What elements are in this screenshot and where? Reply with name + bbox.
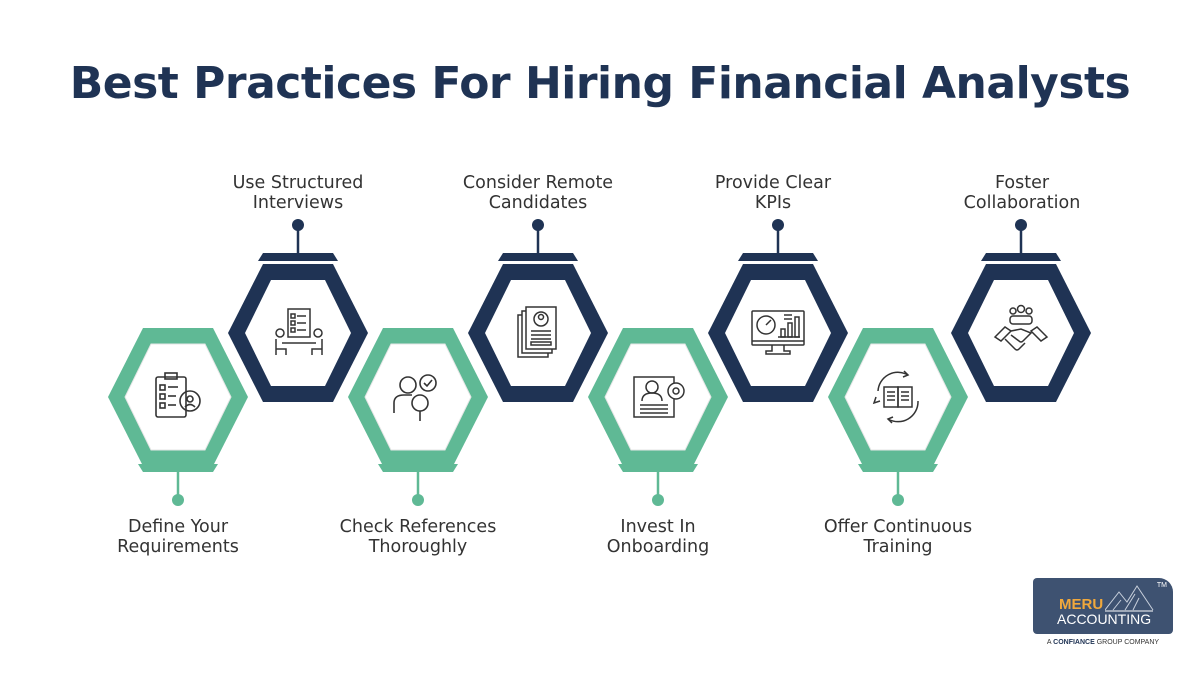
- connector-pin: [618, 464, 698, 506]
- connector-pin: [858, 464, 938, 506]
- hexagon-navy: [951, 264, 1091, 402]
- label-line: Collaboration: [963, 193, 1081, 213]
- label-line: Define Your: [127, 517, 229, 537]
- label-line: Interviews: [252, 193, 344, 213]
- label-line: Offer Continuous: [823, 517, 973, 537]
- label-line: KPIs: [754, 193, 792, 213]
- label-line: Check References: [339, 517, 497, 537]
- step-remote-candidates: [463, 258, 613, 408]
- step-define-requirements: [103, 322, 253, 472]
- label-line: Candidates: [488, 193, 588, 213]
- step-label: Consider Remote Candidates: [438, 173, 638, 213]
- step-label: Define Your Requirements: [78, 517, 278, 557]
- connector-pin: [498, 219, 578, 261]
- logo-brand-top: MERU: [1059, 596, 1104, 613]
- connector-pin: [378, 464, 458, 506]
- step-clear-kpis: [703, 258, 853, 408]
- step-invest-onboarding: [583, 322, 733, 472]
- step-continuous-training: [823, 322, 973, 472]
- hexagon-green: [108, 328, 248, 466]
- label-line: Training: [863, 537, 933, 557]
- trademark: TM: [1156, 582, 1167, 589]
- resume-documents-icon: [517, 306, 557, 358]
- hexagon-green: [588, 328, 728, 466]
- person-search-check-icon: [393, 374, 437, 421]
- clipboard-gear-icon: [155, 372, 201, 418]
- interview-table-icon: [275, 308, 323, 355]
- page-title: Best Practices For Hiring Financial Anal…: [69, 58, 1131, 109]
- hexagon-navy: [708, 264, 848, 402]
- handshake-team-icon: [993, 304, 1049, 351]
- hexagon-navy: [228, 264, 368, 402]
- mountain-icon: [1105, 585, 1154, 612]
- connector-pin: [138, 464, 218, 506]
- label-line: Onboarding: [606, 537, 710, 557]
- book-cycle-icon: [872, 370, 919, 424]
- step-label: Check References Thoroughly: [318, 517, 518, 557]
- step-label: Foster Collaboration: [922, 173, 1122, 213]
- connector-pin: [258, 219, 338, 261]
- label-line: Use Structured: [232, 173, 364, 193]
- meru-accounting-logo: MERU ACCOUNTING TM: [1033, 578, 1173, 634]
- step-label: Provide Clear KPIs: [673, 173, 873, 213]
- step-label: Use Structured Interviews: [198, 173, 398, 213]
- step-check-references: [343, 322, 493, 472]
- logo-tagline: A CONFIANCE GROUP COMPANY: [1033, 639, 1173, 646]
- connector-pin: [981, 219, 1061, 261]
- tagline-brand: CONFIANCE: [1053, 639, 1095, 646]
- label-line: Thoroughly: [368, 537, 468, 557]
- label-line: Invest In: [620, 517, 696, 537]
- step-foster-collaboration: [946, 258, 1096, 408]
- hexagon-green: [348, 328, 488, 466]
- label-line: Consider Remote: [462, 173, 614, 193]
- connector-pin: [738, 219, 818, 261]
- monitor-dashboard-icon: [751, 310, 805, 355]
- tagline-suffix: GROUP COMPANY: [1096, 639, 1160, 646]
- label-line: Foster: [994, 173, 1050, 193]
- step-label: Invest In Onboarding: [558, 517, 758, 557]
- step-structured-interviews: [223, 258, 373, 408]
- step-label: Offer Continuous Training: [798, 517, 998, 557]
- profile-gear-icon: [633, 376, 685, 418]
- tagline-prefix: A: [1046, 639, 1052, 646]
- label-line: Provide Clear: [714, 173, 832, 193]
- logo-brand-bottom: ACCOUNTING: [1057, 611, 1152, 627]
- label-line: Requirements: [117, 537, 239, 557]
